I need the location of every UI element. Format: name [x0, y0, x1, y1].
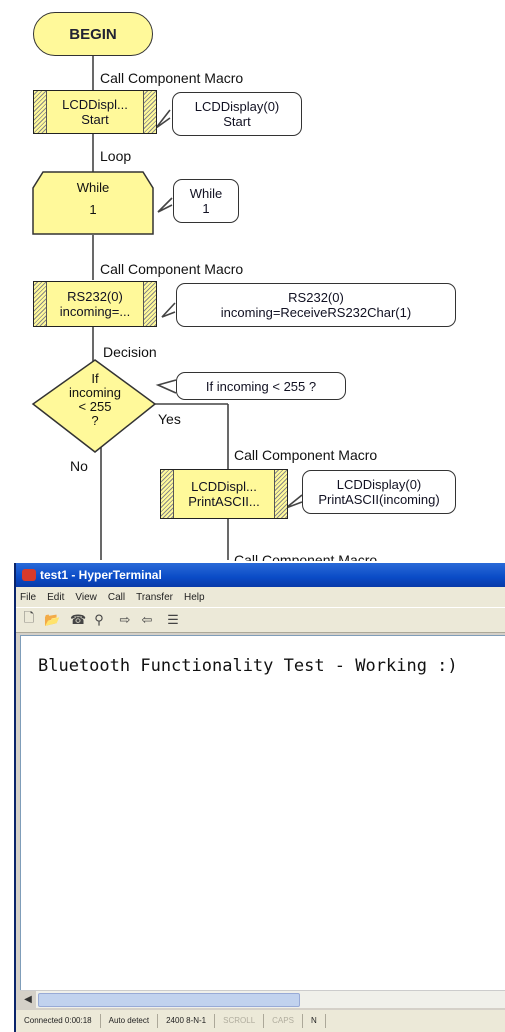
no-label: No: [70, 458, 88, 474]
yes-label: Yes: [158, 411, 181, 427]
decision-line2: incoming: [68, 385, 122, 400]
while-callout: While 1: [173, 179, 239, 223]
decision-text[interactable]: If incoming < 255 ?: [48, 372, 142, 428]
menu-view[interactable]: View: [75, 591, 97, 603]
scroll-thumb[interactable]: [38, 993, 300, 1007]
disconnect-icon[interactable]: ☎: [70, 612, 87, 627]
status-connected: Connected 0:00:18: [16, 1014, 101, 1028]
rs232-callout-line2: incoming=ReceiveRS232Char(1): [220, 305, 412, 320]
while-box[interactable]: While 1: [33, 177, 153, 221]
menu-transfer[interactable]: Transfer: [136, 591, 173, 603]
decision-callout: If incoming < 255 ?: [176, 372, 346, 400]
lcd-start-callout-line2: Start: [223, 114, 251, 129]
flowchart-panel: BEGIN Call Component Macro LCDDispl...St…: [31, 12, 456, 561]
rs232-block[interactable]: RS232(0)incoming=...: [33, 281, 157, 327]
terminal-area[interactable]: Bluetooth Functionality Test - Working :…: [20, 635, 505, 991]
status-num: N: [303, 1014, 326, 1028]
decision-diamond: [31, 359, 157, 453]
decision-callout-text: If incoming < 255 ?: [205, 378, 317, 394]
lcd-print-line1: LCDDispl...: [191, 479, 257, 494]
status-scroll: SCROLL: [215, 1014, 265, 1028]
decision-label: Decision: [103, 344, 157, 360]
menu-bar: File Edit View Call Transfer Help: [16, 587, 505, 607]
rs232-callout: RS232(0) incoming=ReceiveRS232Char(1): [176, 283, 456, 327]
receive-icon[interactable]: ⇦: [141, 612, 153, 627]
lcd-print-callout: LCDDisplay(0) PrintASCII(incoming): [302, 470, 456, 514]
decision-line4: ?: [91, 413, 99, 428]
menu-help[interactable]: Help: [183, 591, 205, 603]
decision-line3: < 255: [78, 399, 112, 414]
menu-call[interactable]: Call: [107, 591, 126, 603]
begin-label: BEGIN: [69, 25, 117, 43]
status-bar: Connected 0:00:18 Auto detect 2400 8-N-1…: [16, 1010, 505, 1032]
call-macro-label-4: Call Component Macro: [234, 552, 378, 561]
title-bar[interactable]: test1 - HyperTerminal: [16, 563, 505, 587]
lcd-print-callout-line2: PrintASCII(incoming): [318, 492, 440, 507]
terminal-output: Bluetooth Functionality Test - Working :…: [38, 656, 458, 676]
call-macro-label-1: Call Component Macro: [100, 70, 244, 86]
status-settings: 2400 8-N-1: [158, 1014, 216, 1028]
window-title: test1 - HyperTerminal: [40, 568, 162, 582]
scroll-left-icon[interactable]: ◀: [20, 991, 36, 1008]
while-shape: [32, 171, 154, 235]
while-line2: 1: [89, 202, 97, 217]
call-macro-label-3: Call Component Macro: [234, 447, 378, 463]
toolbar: 🗋 📂 ☎ ⚲ ⇨ ⇦ ☰: [16, 607, 505, 633]
begin-terminator[interactable]: BEGIN: [33, 12, 153, 56]
properties-icon[interactable]: ☰: [167, 612, 179, 627]
loop-label: Loop: [100, 148, 132, 164]
lcd-start-block[interactable]: LCDDispl...Start: [33, 90, 157, 134]
lcd-start-callout-line1: LCDDisplay(0): [194, 99, 280, 114]
lcd-print-callout-line1: LCDDisplay(0): [336, 477, 422, 492]
dial-icon[interactable]: ⚲: [94, 612, 104, 627]
new-icon[interactable]: 🗋: [23, 610, 35, 625]
while-callout-line2: 1: [202, 201, 210, 216]
decision-line1: If: [91, 371, 99, 386]
send-icon[interactable]: ⇨: [119, 612, 131, 627]
rs232-line1: RS232(0): [67, 289, 123, 304]
open-icon[interactable]: 📂: [44, 612, 61, 627]
hyperterminal-window: test1 - HyperTerminal File Edit View Cal…: [14, 563, 505, 1032]
rs232-line2: incoming=...: [59, 304, 131, 319]
while-callout-line1: While: [189, 186, 223, 201]
horizontal-scrollbar[interactable]: ◀: [20, 990, 505, 1008]
lcd-start-line1: LCDDispl...: [62, 97, 128, 112]
rs232-callout-line1: RS232(0): [288, 290, 344, 305]
menu-file[interactable]: File: [20, 591, 37, 603]
lcd-print-line2: PrintASCII...: [188, 494, 260, 509]
status-caps: CAPS: [264, 1014, 303, 1028]
while-line1: While: [76, 180, 110, 195]
hyperterminal-icon: [22, 569, 36, 581]
status-detect: Auto detect: [101, 1014, 159, 1028]
menu-edit[interactable]: Edit: [47, 591, 65, 603]
lcd-start-callout: LCDDisplay(0) Start: [172, 92, 302, 136]
lcd-print-block[interactable]: LCDDispl...PrintASCII...: [160, 469, 288, 519]
call-macro-label-2: Call Component Macro: [100, 261, 244, 277]
lcd-start-line2: Start: [81, 112, 109, 127]
